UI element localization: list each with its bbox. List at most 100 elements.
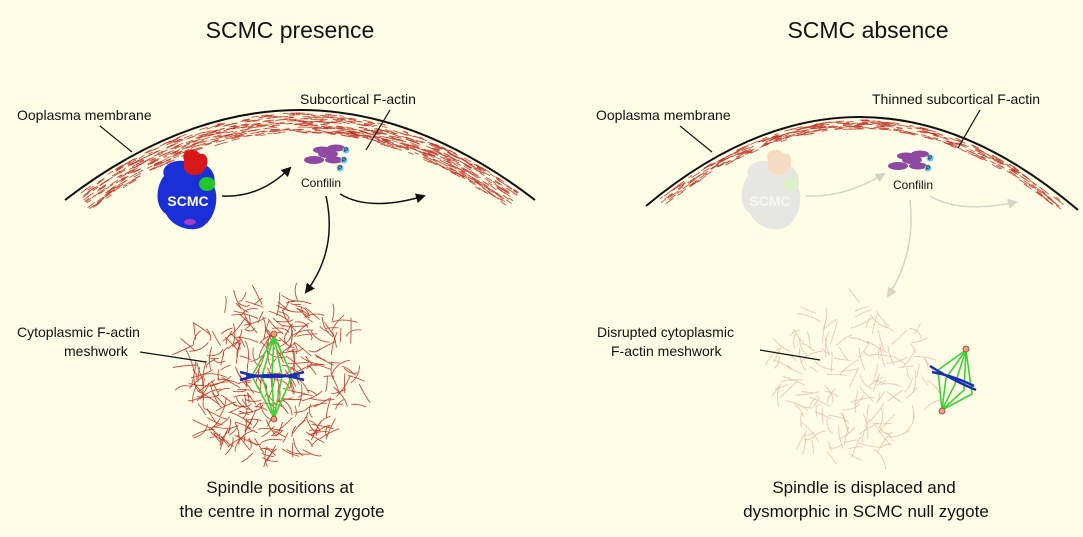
- actin-filament: [924, 136, 934, 141]
- meshwork-filament: [309, 397, 335, 401]
- actin-filament: [348, 118, 356, 121]
- actin-filament: [957, 142, 966, 147]
- meshwork-filament: [345, 329, 362, 337]
- actin-filament: [279, 129, 290, 131]
- meshwork-filament: [197, 403, 206, 416]
- actin-filament: [981, 155, 987, 159]
- meshwork-filament: [872, 379, 885, 384]
- meshwork-filament: [231, 313, 244, 316]
- actin-filament: [381, 125, 388, 129]
- actin-filament: [1023, 180, 1031, 185]
- actin-filament: [225, 137, 232, 140]
- actin-filament: [224, 133, 233, 137]
- actin-filament: [374, 129, 383, 133]
- actin-filament: [429, 149, 434, 153]
- meshwork-filament: [310, 330, 330, 343]
- meshwork-filament: [206, 328, 212, 342]
- actin-filament: [434, 149, 443, 155]
- meshwork-filament: [276, 292, 281, 317]
- meshwork-filament: [308, 431, 328, 436]
- actin-filament: [405, 136, 414, 141]
- actin-filament: [183, 134, 193, 139]
- actin-filament: [130, 162, 137, 166]
- actin-filament: [969, 150, 978, 156]
- meshwork-filament: [803, 351, 823, 359]
- actin-filament: [172, 148, 181, 153]
- actin-filament: [97, 185, 106, 192]
- actin-filament: [439, 159, 448, 165]
- meshwork-filament: [174, 385, 193, 391]
- meshwork-filament: [194, 383, 203, 393]
- actin-filament: [996, 157, 1001, 161]
- actin-filament: [135, 168, 141, 172]
- meshwork-filament: [838, 346, 849, 361]
- meshwork-filament: [254, 405, 268, 412]
- actin-filament: [328, 121, 335, 124]
- actin-filament: [682, 184, 690, 190]
- actin-filament: [505, 184, 513, 190]
- actin-filament: [482, 171, 491, 177]
- actin-filament: [921, 129, 929, 133]
- meshwork-filament: [796, 430, 808, 450]
- meshwork-filament: [870, 402, 885, 422]
- actin-filament: [484, 178, 493, 184]
- meshwork-filament: [234, 434, 258, 446]
- meshwork-filament: [771, 385, 780, 397]
- actin-filament: [908, 132, 914, 135]
- actin-filament: [804, 132, 814, 136]
- meshwork-filament: [302, 449, 322, 457]
- actin-filament: [1008, 170, 1017, 176]
- actin-filament: [409, 146, 418, 151]
- meshwork-filament: [331, 376, 340, 394]
- actin-filament: [446, 155, 456, 161]
- actin-filament: [776, 133, 786, 138]
- actin-filament: [106, 183, 114, 190]
- actin-filament: [364, 122, 370, 125]
- actin-filament: [275, 122, 286, 125]
- actin-filament: [486, 186, 491, 190]
- actin-filament: [906, 127, 913, 130]
- actin-filament: [782, 134, 790, 137]
- actin-filament: [264, 119, 275, 122]
- actin-filament: [438, 146, 448, 152]
- actin-filament: [406, 144, 416, 149]
- actin-filament: [240, 119, 250, 123]
- meshwork-filament: [209, 416, 230, 429]
- actin-filament: [86, 199, 92, 204]
- meshwork-filament: [306, 402, 327, 409]
- actin-filament: [384, 141, 391, 144]
- actin-filament: [142, 158, 151, 164]
- actin-filament: [361, 135, 368, 138]
- actin-filament: [391, 146, 397, 150]
- actin-filament: [408, 151, 415, 155]
- meshwork-filament: [257, 311, 264, 324]
- actin-filament: [440, 156, 446, 160]
- actin-filament: [463, 165, 472, 171]
- actin-filament: [735, 155, 741, 160]
- actin-filament: [146, 165, 153, 169]
- actin-filament: [448, 153, 457, 158]
- meshwork-filament: [293, 342, 298, 355]
- actin-filament: [247, 126, 257, 129]
- actin-filament: [252, 119, 260, 122]
- actin-filament: [694, 174, 702, 179]
- scmc-label-faded: SCMC: [749, 193, 790, 209]
- meshwork-filament: [292, 329, 314, 336]
- actin-filament: [383, 129, 390, 133]
- meshwork-filament: [294, 322, 310, 338]
- meshwork-filament: [189, 342, 209, 352]
- actin-filament: [786, 134, 797, 138]
- actin-filament: [413, 146, 419, 150]
- cofilin-cluster-absence: P P: [888, 150, 934, 172]
- meshwork-filament: [785, 400, 809, 411]
- actin-filament: [216, 122, 221, 125]
- actin-filament: [150, 159, 159, 164]
- actin-filament: [903, 132, 912, 135]
- actin-filament: [992, 155, 998, 159]
- meshwork-filament: [211, 392, 226, 407]
- actin-filament: [1022, 174, 1030, 180]
- actin-filament: [734, 150, 740, 154]
- actin-filament: [133, 172, 142, 178]
- meshwork-filament: [314, 354, 334, 366]
- actin-filament: [750, 140, 759, 145]
